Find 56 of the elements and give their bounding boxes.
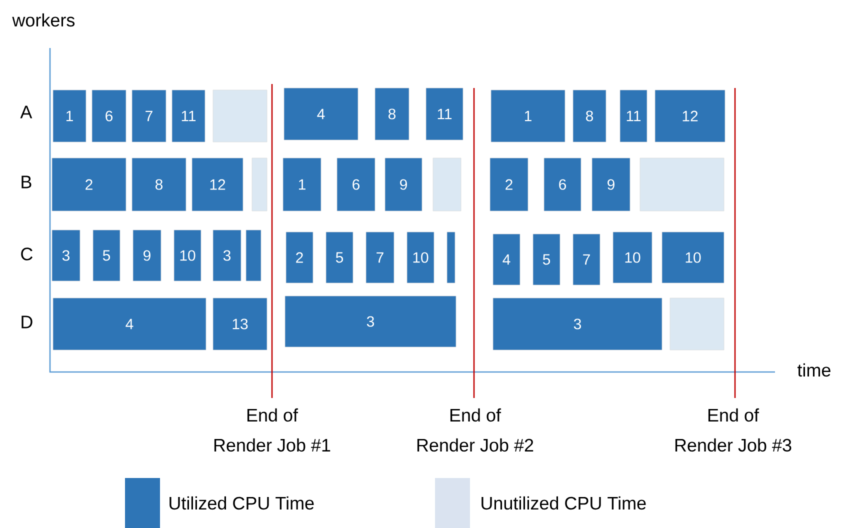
task-box: 6	[336, 158, 376, 212]
task-box: 3	[212, 230, 242, 282]
task-box: 9	[592, 158, 630, 212]
idle-box	[670, 298, 724, 350]
task-box: 2	[490, 158, 528, 212]
task-box	[446, 232, 456, 284]
task-box: 8	[572, 90, 606, 142]
task-box: 8	[132, 158, 186, 212]
task-box: 1	[52, 90, 86, 142]
task-box: 8	[374, 88, 410, 140]
task-box: 2	[286, 232, 314, 284]
idle-box	[640, 158, 724, 212]
legend-label: Unutilized CPU Time	[482, 496, 646, 510]
task-box: 10	[612, 232, 652, 284]
axis-label: A	[20, 106, 32, 118]
task-box: 7	[572, 234, 600, 286]
legend-label: Utilized CPU Time	[170, 496, 314, 510]
axis-label: time	[797, 363, 830, 377]
task-box: 4	[284, 88, 358, 140]
task-box: 10	[406, 232, 434, 284]
idle-box	[432, 158, 462, 212]
job-end-label: End of Render Job #3	[675, 408, 792, 452]
task-box: 1	[282, 158, 322, 212]
task-box: 9	[132, 230, 162, 282]
task-box: 5	[532, 234, 560, 286]
task-box: 5	[326, 232, 354, 284]
task-box: 5	[92, 230, 120, 282]
task-box: 3	[52, 230, 80, 282]
task-box	[246, 230, 262, 282]
task-box: 3	[284, 296, 456, 348]
idle-box	[252, 158, 268, 212]
task-box: 12	[192, 158, 244, 212]
job-end-label: End of Render Job #2	[417, 408, 534, 452]
task-box: 4	[52, 298, 206, 350]
task-box: 4	[492, 234, 520, 286]
axis-label: workers	[12, 13, 75, 27]
task-box: 7	[132, 90, 166, 142]
task-box: 7	[366, 232, 394, 284]
task-box: 12	[654, 90, 726, 142]
axis-label: C	[21, 248, 33, 260]
task-box: 10	[662, 232, 724, 284]
task-box: 10	[174, 230, 202, 282]
task-box: 13	[212, 298, 268, 350]
task-box: 11	[426, 88, 464, 140]
task-box: 6	[92, 90, 126, 142]
task-box: 2	[52, 158, 126, 212]
axis-label: B	[22, 176, 32, 188]
task-box: 9	[384, 158, 422, 212]
task-box: 6	[544, 158, 582, 212]
task-box: 11	[172, 90, 206, 142]
task-box: 3	[492, 298, 662, 350]
idle-box	[212, 90, 268, 142]
axis-label: D	[22, 316, 32, 328]
task-box: 11	[620, 90, 648, 142]
job-end-label: End of Render Job #1	[214, 408, 330, 452]
task-box: 1	[490, 90, 566, 142]
